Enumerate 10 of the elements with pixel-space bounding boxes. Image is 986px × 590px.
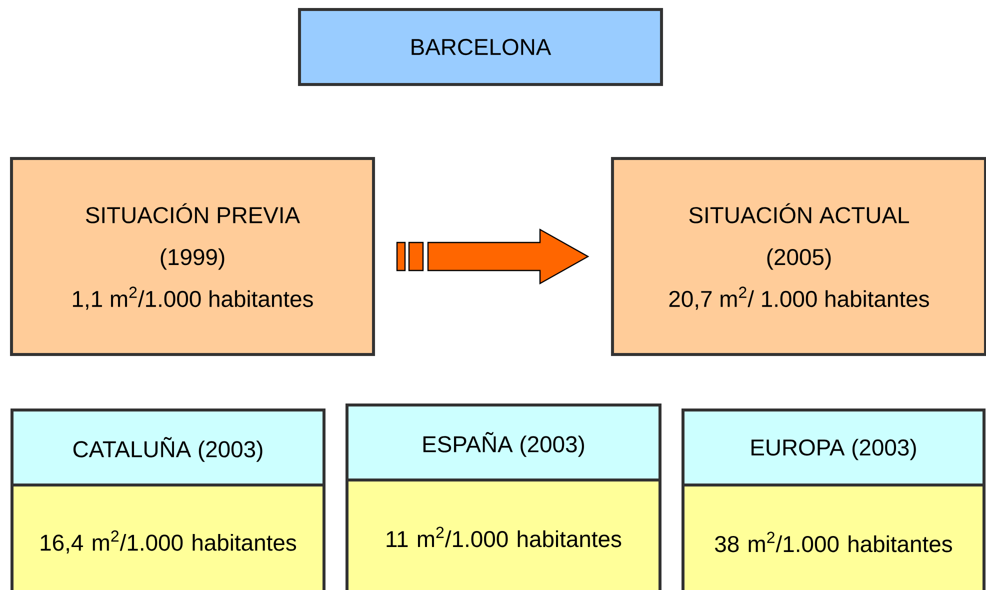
text-box: BARCELONA [298, 8, 663, 86]
data-card: EUROPA (2003) 38 m$^{2}$/1.000 habitantes [682, 408, 986, 590]
data-card: ESPAÑA (2003) 11 m$^{2}$/1.000 habitantes [346, 404, 662, 590]
text-box: SITUACIÓN ACTUAL (2005) 20,7 m$^{2}$/ 1.000 habitantes [611, 157, 986, 356]
node-label: ESPAÑA (2003) [423, 432, 584, 457]
block-arrow [396, 228, 590, 285]
text-box: SITUACIÓN PREVIA (1999) 1,1 m$^{2}$/1.000 habitantes [10, 157, 375, 356]
node-label: CATALUÑA (2003) [73, 437, 262, 462]
data-card: CATALUÑA (2003) 16,4 m$^{2}$/1.000 habitantes [10, 408, 326, 590]
node-label: EUROPA (2003) [752, 438, 916, 460]
